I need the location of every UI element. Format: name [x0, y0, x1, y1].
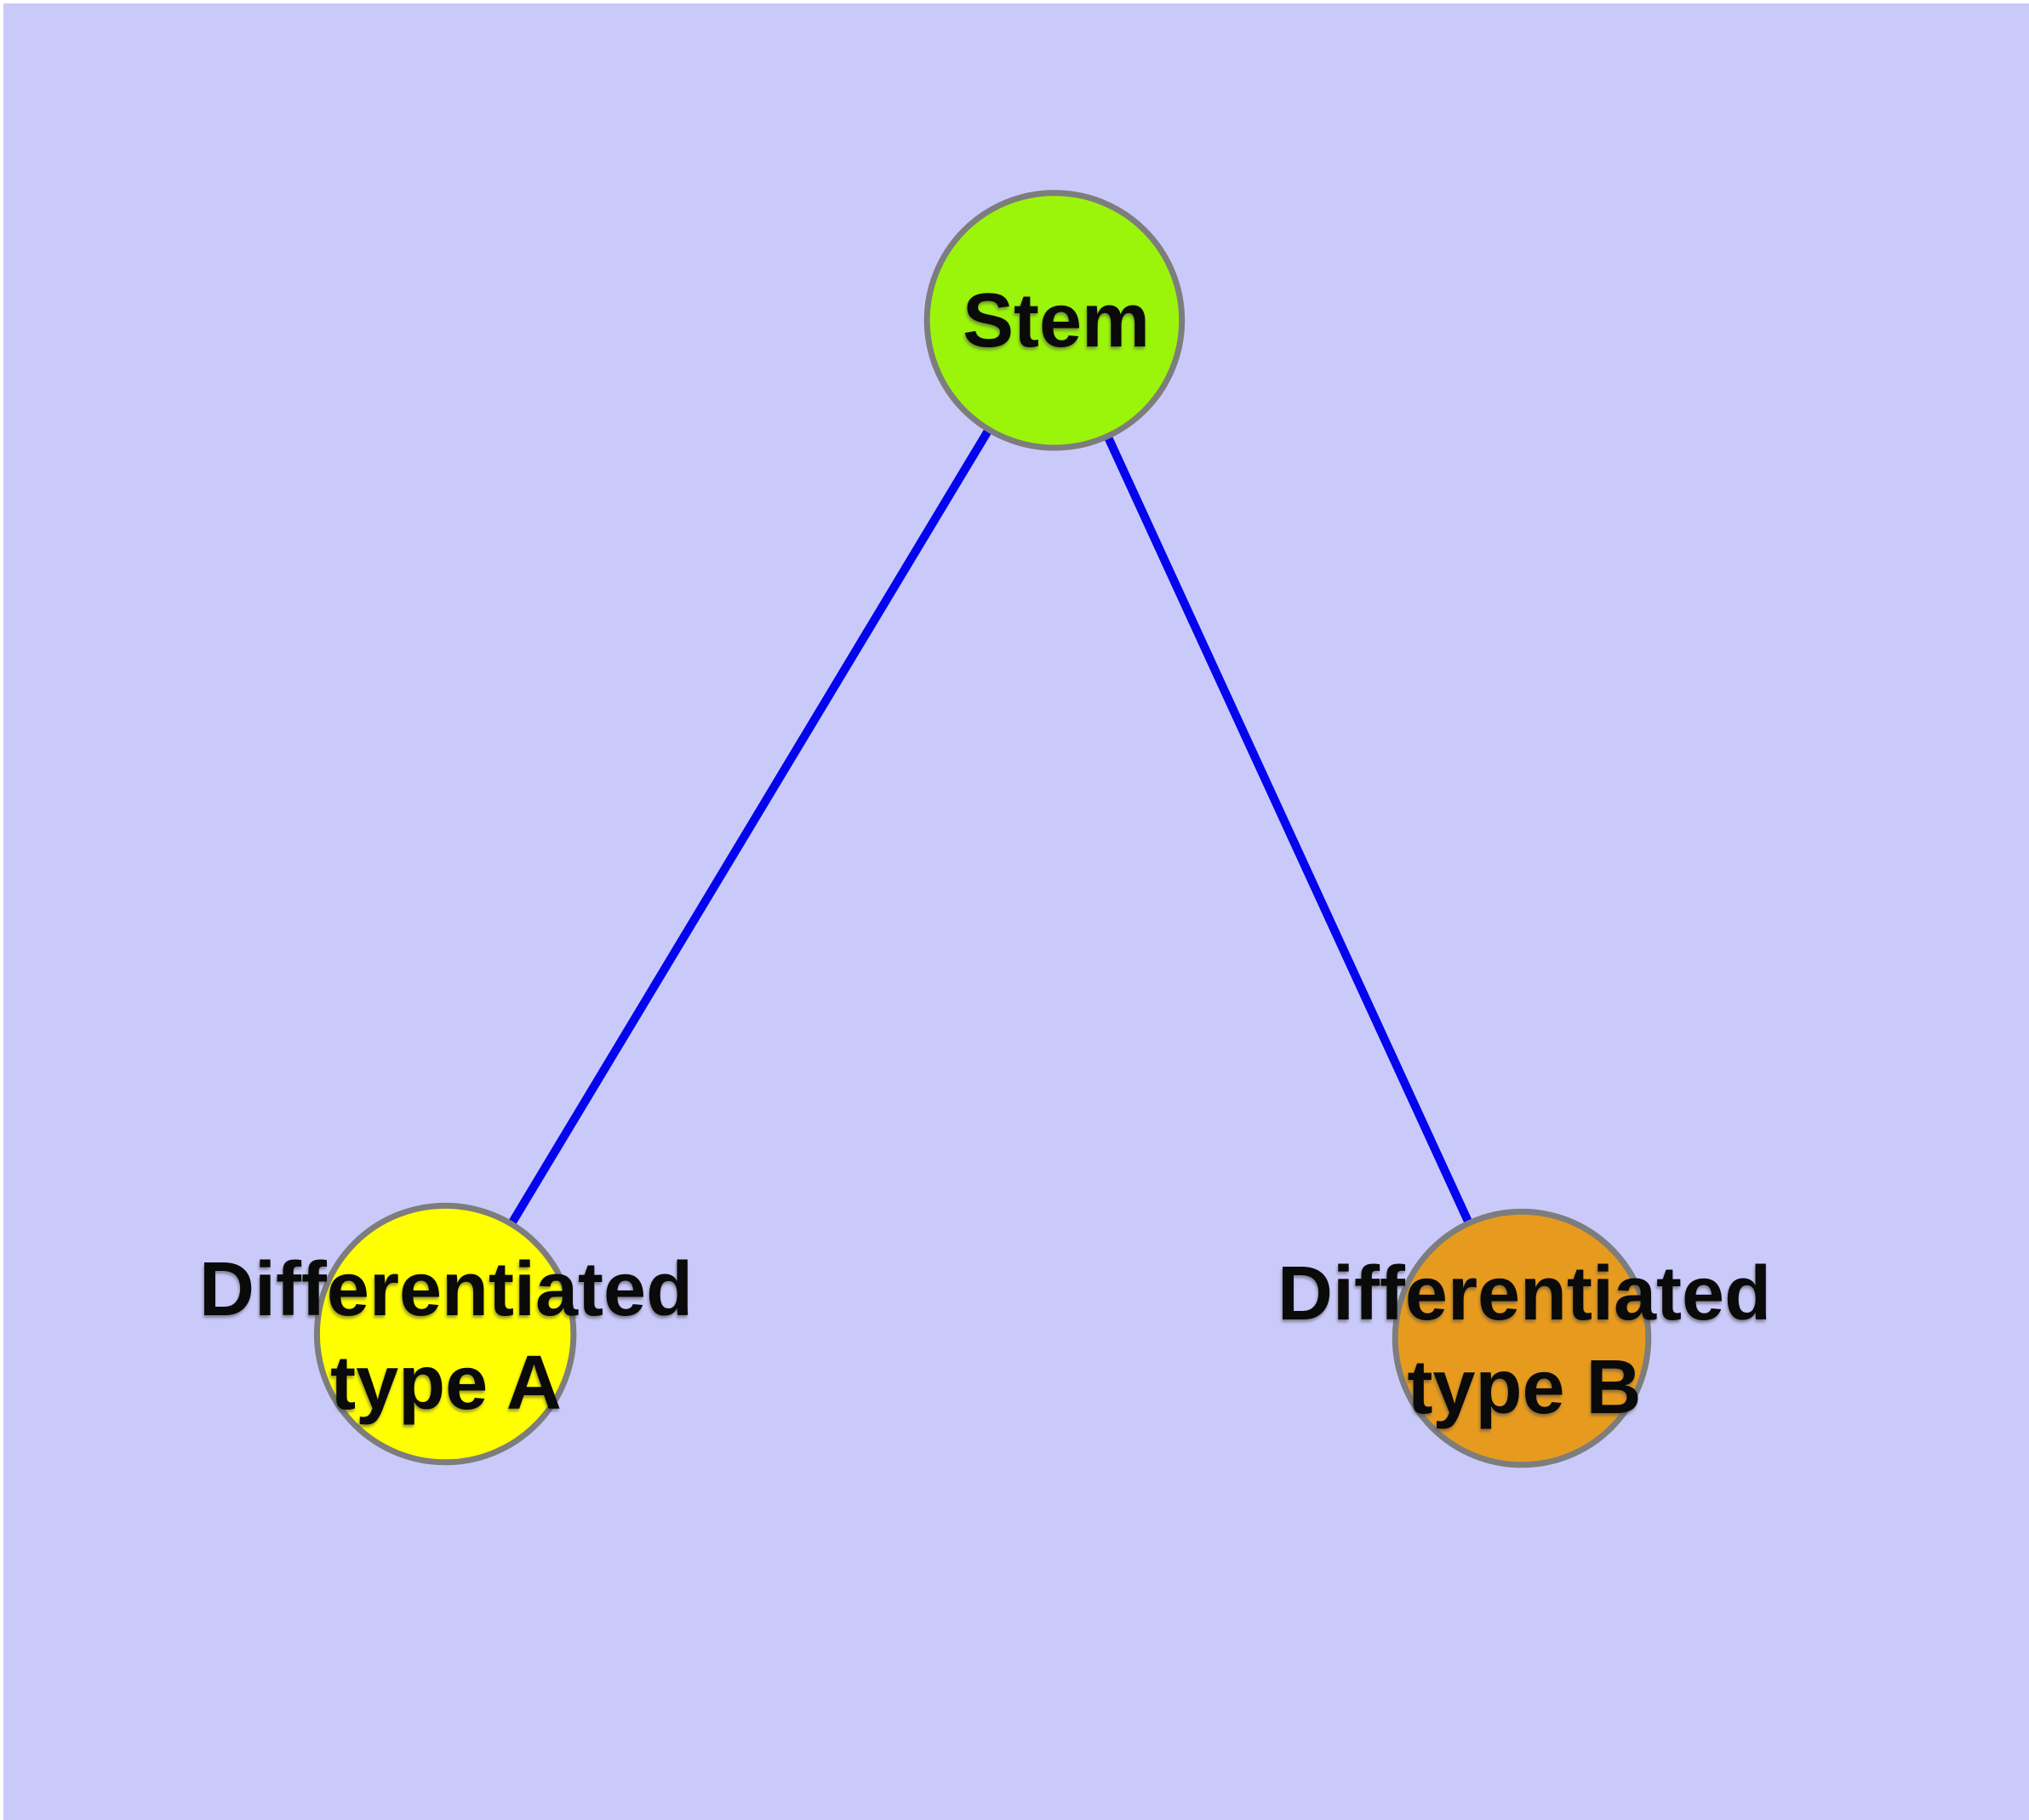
node-stem-circle: [923, 190, 1186, 451]
graph-svg: [313, 190, 1652, 1468]
node-type-a-circle: [313, 1202, 577, 1466]
edge-stem-to-type-a: [441, 318, 1059, 1336]
node-type-b-circle: [1392, 1208, 1652, 1468]
edge-stem-to-type-b: [1050, 318, 1526, 1341]
